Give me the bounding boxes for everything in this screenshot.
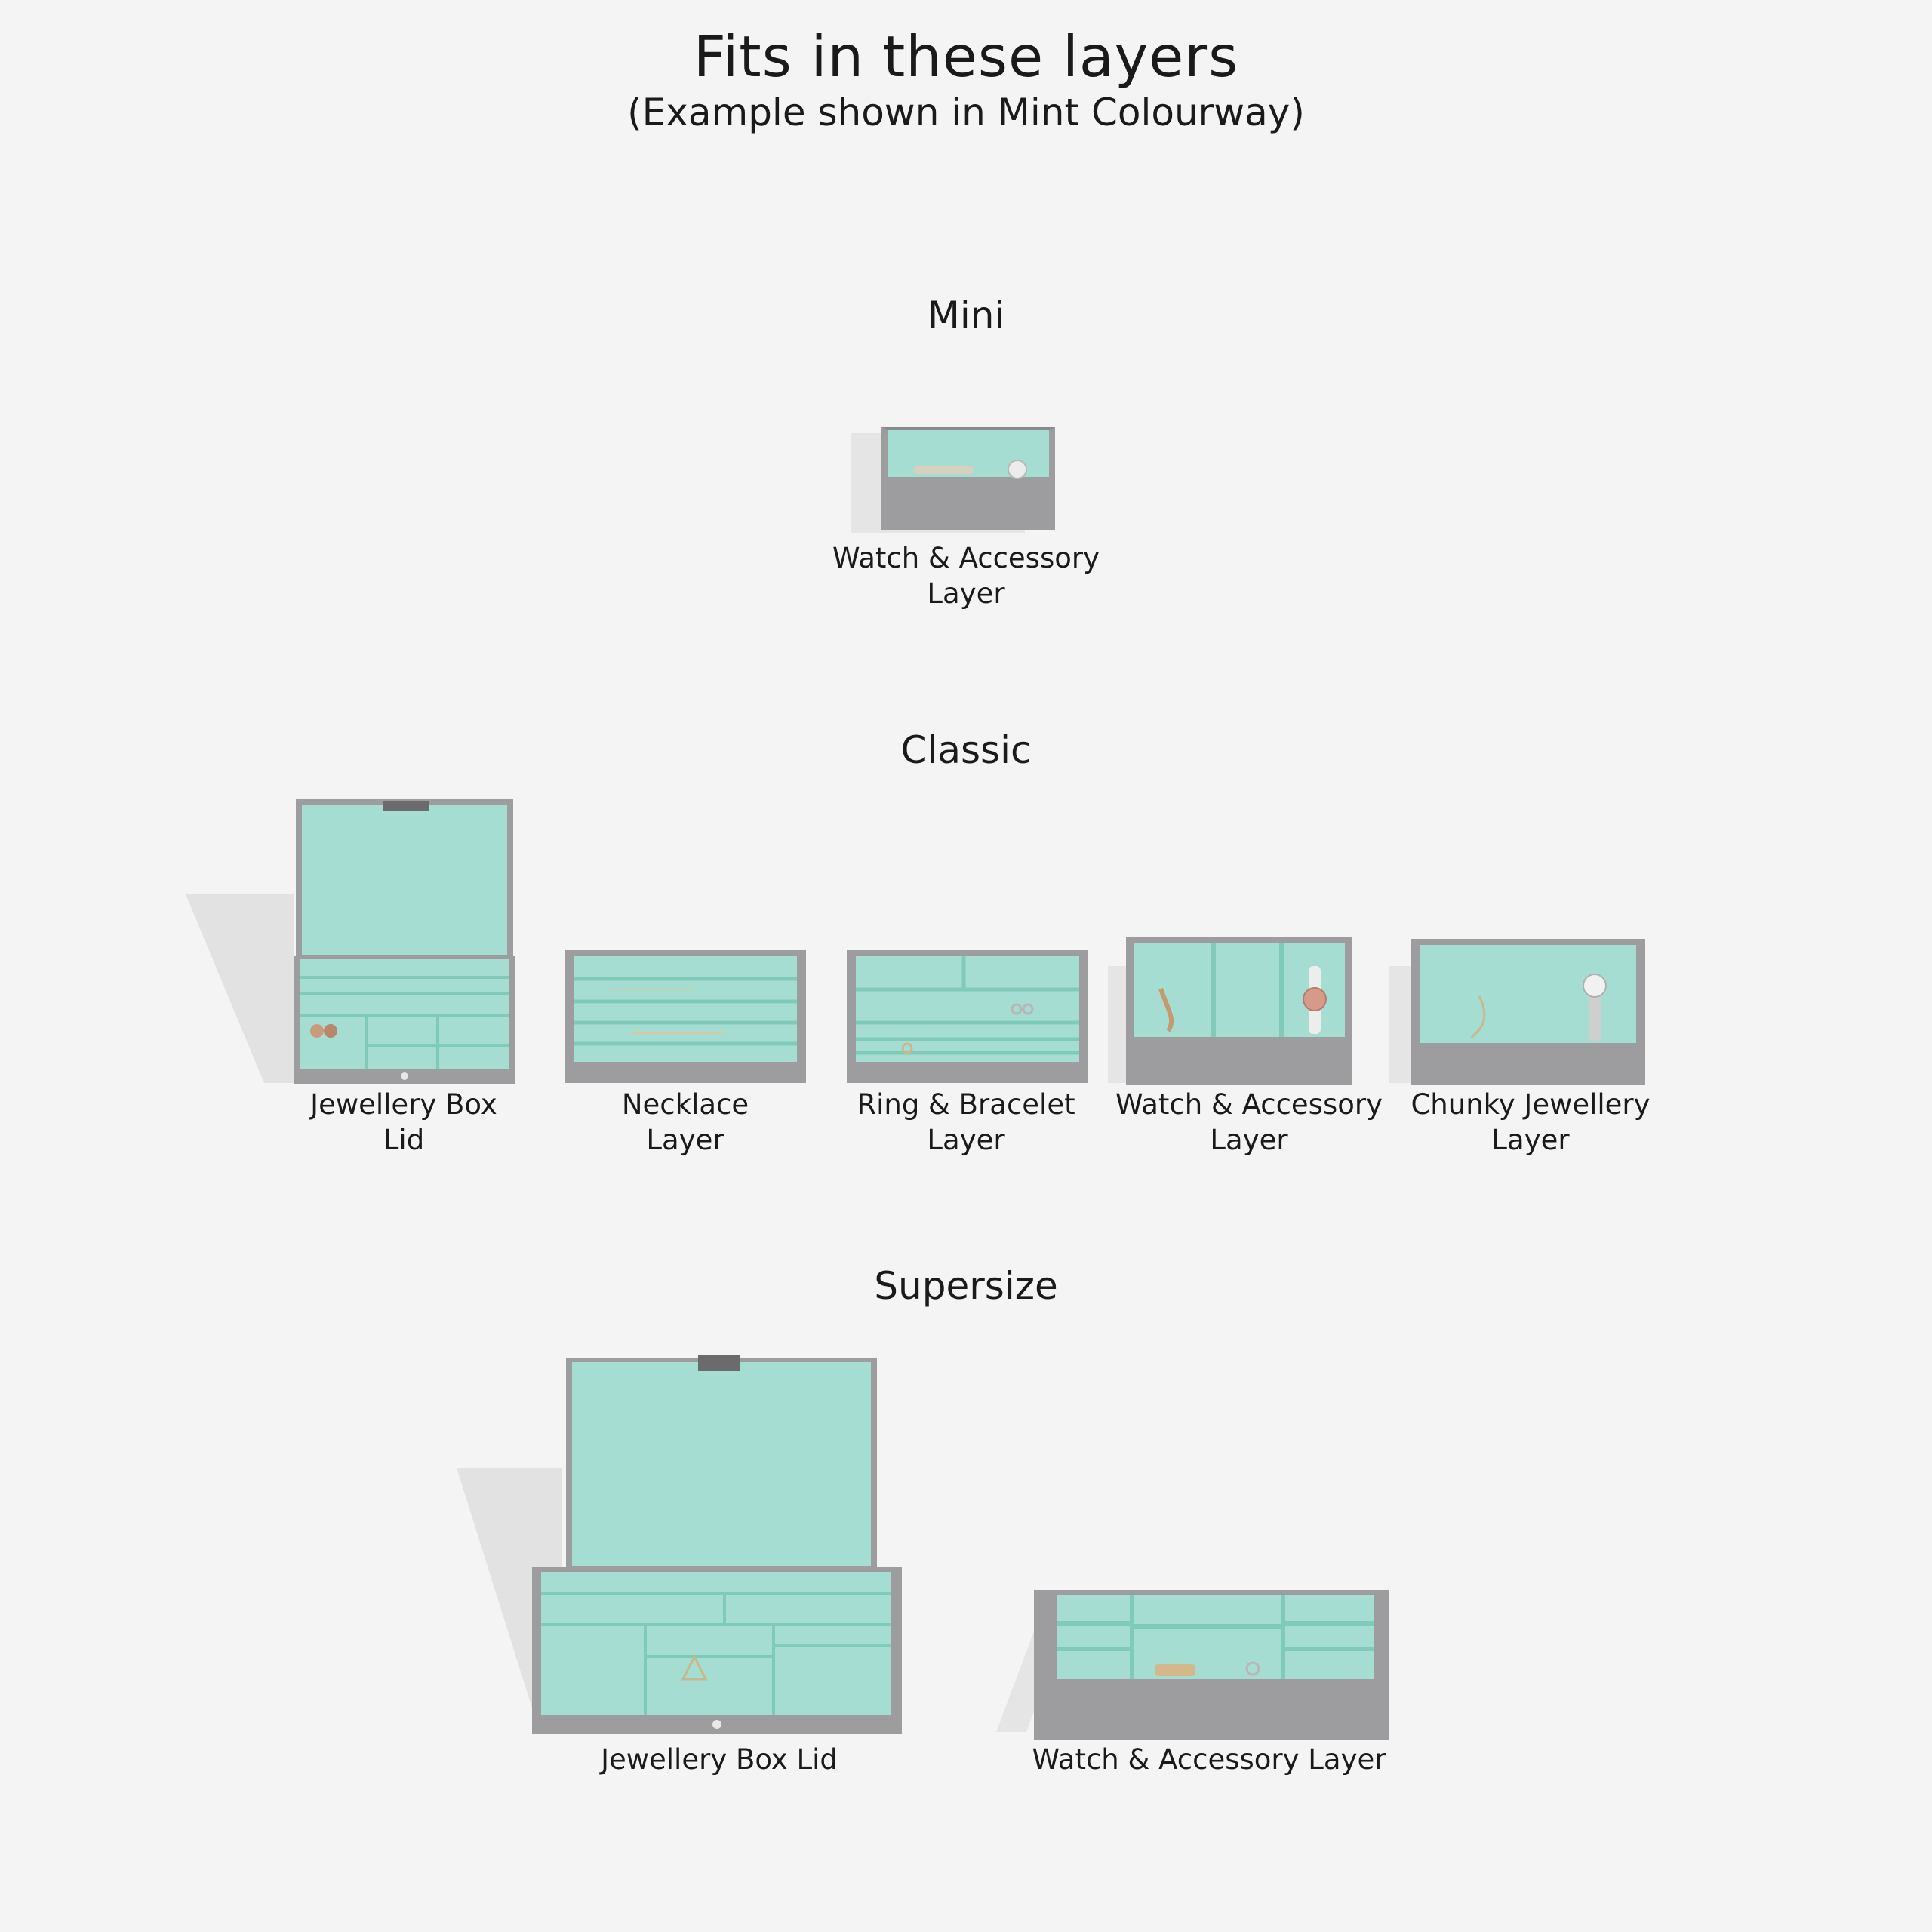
section-title-classic: Classic	[900, 728, 1032, 772]
classic-necklace-layer-image	[557, 947, 814, 1087]
classic-watch-accessory-layer-image	[1108, 936, 1364, 1087]
classic-ring-bracelet-layer-image	[839, 947, 1096, 1087]
supersize-watch-accessory-layer-image	[996, 1581, 1396, 1743]
classic-item-label-lid: Jewellery Box Lid	[310, 1088, 497, 1156]
page-title: Fits in these layers	[693, 23, 1239, 90]
supersize-item-label-lid: Jewellery Box Lid	[601, 1743, 838, 1776]
classic-item-label-chunky: Chunky Jewellery Layer	[1411, 1088, 1651, 1156]
classic-item-label-necklace: Necklace Layer	[621, 1088, 749, 1156]
mini-item-label: Watch & Accessory Layer	[832, 542, 1100, 610]
section-title-supersize: Supersize	[874, 1264, 1058, 1308]
classic-chunky-jewellery-layer-image	[1389, 936, 1653, 1087]
supersize-jewellery-box-lid-image	[457, 1355, 902, 1736]
supersize-item-label-watch-accessory: Watch & Accessory Layer	[1032, 1743, 1386, 1776]
page-subtitle: (Example shown in Mint Colourway)	[627, 91, 1305, 134]
classic-item-label-ring-bracelet: Ring & Bracelet Layer	[857, 1088, 1075, 1156]
classic-item-label-watch-accessory: Watch & Accessory Layer	[1115, 1088, 1383, 1156]
mini-watch-accessory-layer-image	[845, 424, 1064, 537]
section-title-mini: Mini	[927, 294, 1005, 337]
classic-jewellery-box-lid-image	[181, 796, 521, 1087]
